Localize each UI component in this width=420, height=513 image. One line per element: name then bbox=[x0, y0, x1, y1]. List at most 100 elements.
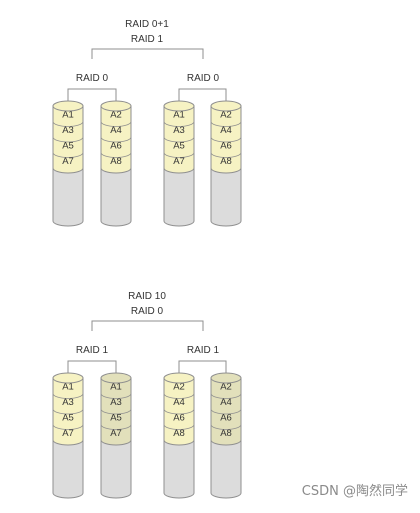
data-block: A1 bbox=[62, 110, 74, 121]
block-divider bbox=[163, 393, 195, 399]
data-block: A3 bbox=[62, 125, 74, 136]
block-divider bbox=[210, 393, 242, 399]
block-divider bbox=[100, 408, 132, 415]
disk-top bbox=[163, 372, 195, 384]
block-divider bbox=[52, 152, 84, 158]
block-divider bbox=[163, 408, 195, 415]
data-block: A4 bbox=[220, 125, 232, 136]
data-block: A5 bbox=[173, 141, 185, 152]
disk-stripe-area bbox=[210, 105, 242, 174]
disk-stripe-area bbox=[163, 105, 195, 174]
block-divider bbox=[100, 121, 132, 127]
disk-stripe-area bbox=[210, 377, 242, 446]
data-block: A2 bbox=[220, 382, 232, 393]
block-divider bbox=[100, 136, 132, 143]
block-divider bbox=[210, 152, 242, 158]
disk-stripe-area bbox=[100, 377, 132, 446]
block-divider bbox=[163, 136, 195, 143]
disk-stripe-area bbox=[163, 377, 195, 446]
block-divider bbox=[100, 424, 132, 430]
data-block: A7 bbox=[173, 156, 185, 167]
data-block: A4 bbox=[220, 397, 232, 408]
block-divider bbox=[52, 136, 84, 143]
block-divider bbox=[100, 152, 132, 158]
block-divider bbox=[210, 408, 242, 415]
data-block: A6 bbox=[220, 141, 232, 152]
data-block: A5 bbox=[110, 413, 122, 424]
data-block: A7 bbox=[110, 428, 122, 439]
group-connector bbox=[178, 360, 227, 374]
data-block: A5 bbox=[62, 413, 74, 424]
disk-top bbox=[100, 372, 132, 384]
data-block: A7 bbox=[62, 156, 74, 167]
block-divider bbox=[100, 393, 132, 399]
diagram-subtitle: RAID 1 bbox=[131, 34, 164, 45]
data-block: A6 bbox=[110, 141, 122, 152]
data-block: A6 bbox=[173, 413, 185, 424]
data-block: A8 bbox=[110, 156, 122, 167]
block-divider bbox=[52, 408, 84, 415]
block-divider bbox=[210, 136, 242, 143]
group-connector bbox=[67, 360, 117, 374]
disk-stripe-area bbox=[52, 105, 84, 174]
group-label: RAID 0 bbox=[76, 73, 109, 84]
data-block: A8 bbox=[173, 428, 185, 439]
connector-line bbox=[91, 48, 204, 59]
disk-top bbox=[210, 100, 242, 112]
data-block: A8 bbox=[220, 428, 232, 439]
block-divider bbox=[52, 393, 84, 399]
data-block: A3 bbox=[110, 397, 122, 408]
block-divider bbox=[163, 152, 195, 158]
data-block: A3 bbox=[173, 125, 185, 136]
group-label: RAID 0 bbox=[187, 73, 220, 84]
block-divider bbox=[163, 121, 195, 127]
block-divider bbox=[52, 121, 84, 127]
data-block: A1 bbox=[173, 110, 185, 121]
data-block: A2 bbox=[173, 382, 185, 393]
diagram-subtitle: RAID 0 bbox=[131, 306, 164, 317]
disk-top bbox=[210, 372, 242, 384]
data-block: A3 bbox=[62, 397, 74, 408]
disk-stripe-area bbox=[100, 105, 132, 174]
block-divider bbox=[210, 424, 242, 430]
disk-stripe-area bbox=[52, 377, 84, 446]
diagram-title: RAID 10 bbox=[128, 291, 166, 302]
block-divider bbox=[52, 424, 84, 430]
group-label: RAID 1 bbox=[76, 345, 109, 356]
group-label: RAID 1 bbox=[187, 345, 220, 356]
group-connector bbox=[67, 88, 117, 102]
data-block: A5 bbox=[62, 141, 74, 152]
connector-line bbox=[91, 320, 204, 331]
block-divider bbox=[163, 424, 195, 430]
data-block: A1 bbox=[62, 382, 74, 393]
data-block: A1 bbox=[110, 382, 122, 393]
diagram-title: RAID 0+1 bbox=[125, 19, 169, 30]
disk-top bbox=[100, 100, 132, 112]
data-block: A6 bbox=[220, 413, 232, 424]
group-connector bbox=[178, 88, 227, 102]
data-block: A2 bbox=[110, 110, 122, 121]
data-block: A7 bbox=[62, 428, 74, 439]
disk-top bbox=[52, 372, 84, 384]
block-divider bbox=[210, 121, 242, 127]
data-block: A8 bbox=[220, 156, 232, 167]
csdn-watermark: CSDN @陶然同学 bbox=[301, 484, 408, 499]
data-block: A4 bbox=[173, 397, 185, 408]
disk-top bbox=[163, 100, 195, 112]
disk-top bbox=[52, 100, 84, 112]
